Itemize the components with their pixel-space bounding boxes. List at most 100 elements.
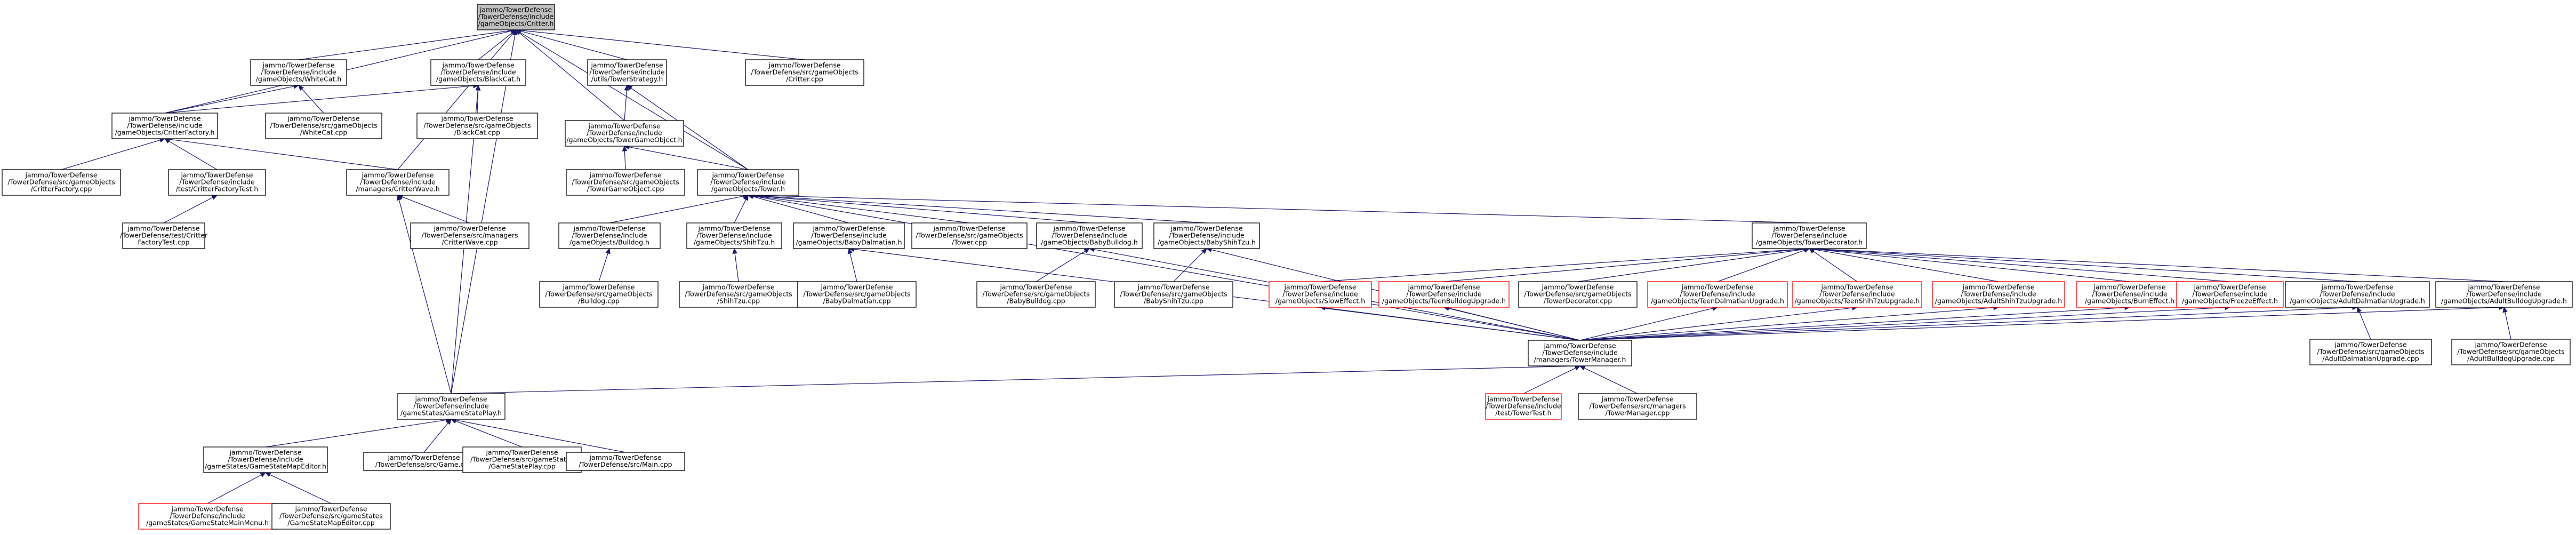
graph-node[interactable]: jammo/TowerDefense/TowerDefense/src/mana… (1578, 393, 1697, 420)
graph-node[interactable]: jammo/TowerDefense/TowerDefense/include/… (203, 446, 328, 473)
graph-node[interactable]: jammo/TowerDefense/TowerDefense/src/Main… (566, 452, 685, 471)
graph-node[interactable]: jammo/TowerDefense/TowerDefense/src/game… (2451, 339, 2571, 365)
graph-node[interactable]: jammo/TowerDefense/TowerDefense/src/game… (2309, 339, 2432, 365)
include-edge (1579, 308, 1713, 341)
node-label: /Critter.cpp (786, 75, 823, 83)
include-edge (163, 197, 213, 223)
node-label: /AdultDalmatianUpgrade.cpp (2322, 355, 2419, 363)
node-label: /TowerDefense/include (413, 402, 489, 410)
graph-node[interactable]: jammo/TowerDefense/TowerDefense/src/game… (1114, 281, 1233, 308)
include-edge (598, 253, 608, 282)
graph-node[interactable]: jammo/TowerDefense/TowerDefense/include/… (2076, 281, 2184, 308)
graph-node[interactable]: jammo/TowerDefense/TowerDefense/include/… (138, 503, 277, 530)
include-edge (1813, 249, 2230, 282)
graph-node[interactable]: jammo/TowerDefense/TowerDefense/src/game… (539, 281, 659, 308)
graph-node[interactable]: jammo/TowerDefense/TowerDefense/include/… (686, 222, 782, 249)
graph-node[interactable]: jammo/TowerDefense/TowerDefense/src/game… (679, 281, 798, 308)
graph-node[interactable]: jammo/TowerDefense/TowerDefense/src/game… (976, 281, 1096, 308)
graph-node[interactable]: jammo/TowerDefense/TowerDefense/src/game… (462, 446, 582, 473)
graph-node[interactable]: jammo/TowerDefense/TowerDefense/src/game… (2, 169, 121, 196)
graph-node[interactable]: jammo/TowerDefense/TowerDefense/include/… (168, 169, 266, 196)
graph-node[interactable]: jammo/TowerDefense/TowerDefense/src/game… (566, 169, 685, 196)
graph-node[interactable]: jammo/TowerDefense/TowerDefense/include/… (1528, 340, 1632, 366)
node-label: jammo/TowerDefense (2093, 283, 2165, 291)
graph-node[interactable]: jammo/TowerDefense/TowerDefense/include/… (2435, 281, 2573, 308)
node-label: /TowerDefense/include (589, 68, 665, 76)
graph-node[interactable]: jammo/TowerDefense/TowerDefense/include/… (111, 113, 218, 139)
node-label: /TowerDefense/src/gameObjects (572, 178, 679, 186)
node-label: /WhiteCat.cpp (300, 129, 348, 137)
node-label: /BabyBulldog.cpp (1007, 297, 1065, 305)
arrowhead (605, 247, 611, 254)
node-label: jammo/TowerDefense (433, 225, 505, 233)
node-label: /gameStates/GameStatePlay.h (400, 409, 502, 417)
node-label: jammo/TowerDefense (262, 61, 334, 69)
graph-node[interactable]: jammo/TowerDefense/TowerDefense/src/game… (416, 113, 538, 139)
graph-node[interactable]: jammo/TowerDefense/TowerDefense/src/game… (271, 503, 391, 530)
graph-node[interactable]: jammo/TowerDefense/TowerDefense/include/… (1792, 281, 1922, 308)
include-edge (423, 422, 448, 453)
graph-node[interactable]: jammo/TowerDefense/TowerDefense/src/game… (911, 222, 1028, 249)
graph-node[interactable]: jammo/TowerDefense/TowerDefense/include/… (2285, 281, 2430, 308)
node-label: jammo/TowerDefense (1283, 283, 1356, 291)
node-label: jammo/TowerDefense (287, 115, 359, 123)
node-label: /managers/TowerManager.h (1534, 356, 1626, 364)
node-box (566, 452, 685, 471)
graph-node[interactable]: jammo/TowerDefense/TowerDefense/include/… (1647, 281, 1788, 308)
include-edge (1813, 249, 2130, 282)
graph-node[interactable]: jammo/TowerDefense/TowerDefense/include/… (1752, 222, 1867, 249)
graph-node[interactable]: jammo/TowerDefense/TowerDefense/include/… (558, 222, 661, 249)
graph-node[interactable]: jammo/TowerDefense/TowerDefense/test/Cri… (120, 222, 208, 249)
graph-node[interactable]: jammo/TowerDefense/TowerDefense/include/… (2176, 281, 2284, 308)
graph-node[interactable]: jammo/TowerDefense/TowerDefense/src/game… (745, 59, 864, 86)
graph-node[interactable]: jammo/TowerDefense/TowerDefense/include/… (793, 222, 905, 249)
node-box (1269, 281, 1372, 308)
graph-node[interactable]: jammo/TowerDefense/TowerDefense/include/… (1036, 222, 1143, 249)
node-box (793, 222, 905, 249)
arrowhead (1084, 248, 1090, 254)
node-label: /TowerDefense/include (811, 231, 887, 239)
node-label: /gameObjects/TeenShihTzuUpgrade.h (1795, 297, 1920, 305)
include-edge (169, 139, 398, 170)
graph-node[interactable]: jammo/TowerDefense/TowerDefense/include/… (250, 59, 347, 86)
graph-node[interactable]: jammo/TowerDefense/TowerDefense/include/… (1378, 281, 1510, 308)
arrowhead (732, 247, 737, 254)
node-label: jammo/TowerDefense (820, 283, 893, 291)
include-edge (519, 32, 749, 170)
graph-node[interactable]: jammo/TowerDefense/TowerDefense/src/mana… (410, 222, 529, 249)
graph-node[interactable]: jammo/TowerDefense/TowerDefense/include/… (1932, 281, 2065, 308)
arrowhead (622, 145, 628, 151)
node-label: jammo/TowerDefense (697, 225, 770, 233)
include-edge (752, 195, 1580, 341)
include-edge (1036, 251, 1086, 282)
node-label: /TowerDefense/include (261, 68, 336, 76)
graph-node[interactable]: jammo/TowerDefense/TowerDefense/include/… (397, 393, 505, 420)
include-edge (1577, 249, 1805, 282)
graph-node[interactable]: jammo/TowerDefense/TowerDefense/include/… (1153, 222, 1260, 249)
node-label: jammo/TowerDefense (589, 453, 661, 461)
graph-node[interactable]: jammo/TowerDefense/TowerDefense/include/… (697, 169, 799, 196)
include-edge (2358, 312, 2371, 340)
graph-node[interactable]: jammo/TowerDefense/TowerDefense/include/… (1269, 281, 1372, 308)
node-box (430, 59, 526, 86)
include-edge (398, 199, 452, 394)
graph-node[interactable]: jammo/TowerDefense/TowerDefense/include/… (587, 59, 667, 86)
graph-node[interactable]: jammo/TowerDefense/TowerDefense/include/… (346, 169, 450, 196)
node-label: jammo/TowerDefense (1820, 283, 1893, 291)
root-node-box (477, 4, 555, 30)
arrowhead (446, 419, 452, 425)
graph-node[interactable]: jammo/TowerDefense/TowerDefense/include/… (565, 120, 684, 147)
graph-node[interactable]: jammo/TowerDefense/TowerDefense/include/… (1485, 393, 1562, 420)
arrowhead (211, 195, 218, 200)
node-label: /gameObjects/Tower.h (711, 185, 785, 193)
graph-node[interactable]: jammo/TowerDefense/TowerDefense/include/… (430, 59, 526, 86)
graph-node[interactable]: jammo/TowerDefense/TowerDefense/src/game… (797, 281, 917, 308)
node-box (745, 59, 864, 86)
node-label: /utils/TowerStrategy.h (591, 75, 663, 83)
include-edge (61, 140, 161, 170)
node-label: /TowerDefense/include (587, 129, 662, 137)
node-box (2, 169, 121, 196)
graph-node[interactable]: jammo/TowerDefense/TowerDefense/include/… (477, 4, 555, 30)
graph-node[interactable]: jammo/TowerDefense/TowerDefense/src/game… (1518, 281, 1638, 308)
graph-node[interactable]: jammo/TowerDefense/TowerDefense/src/game… (265, 113, 382, 139)
